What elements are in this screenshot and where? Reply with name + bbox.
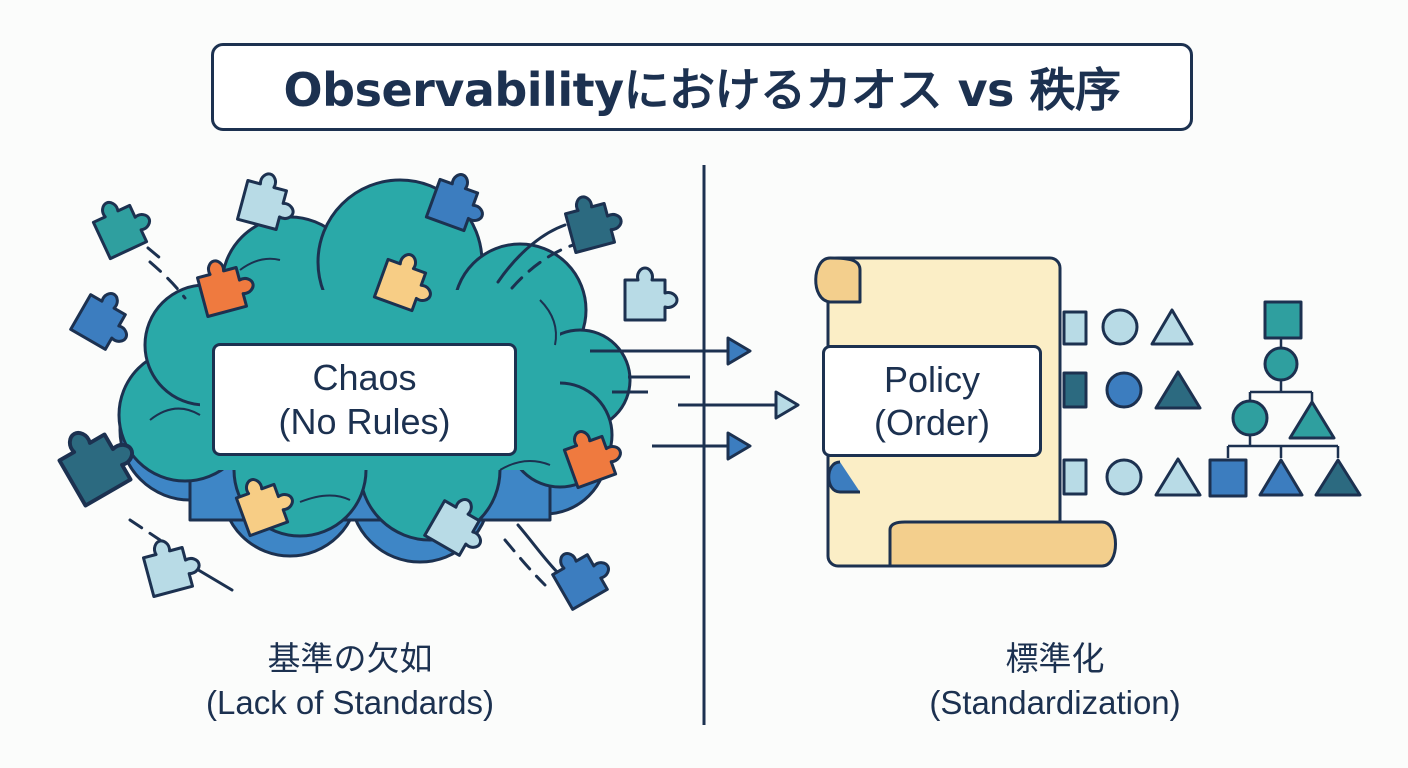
title-box: Observabilityにおけるカオス vs 秩序 (211, 43, 1193, 131)
arrows (590, 336, 800, 461)
page-title: Observabilityにおけるカオス vs 秩序 (283, 63, 1121, 117)
circle-icon (1105, 371, 1143, 409)
triangle-icon (1288, 400, 1336, 440)
square-icon (1062, 310, 1088, 346)
square-icon (1208, 458, 1248, 498)
ordered-shapes (1062, 300, 1362, 498)
square-icon (1062, 458, 1088, 496)
circle-icon (1263, 346, 1299, 382)
chaos-caption: 基準の欠如 (Lack of Standards) (150, 637, 550, 724)
policy-label-box: Policy (Order) (822, 345, 1042, 457)
square-icon (1062, 371, 1088, 409)
chaos-sublabel: (No Rules) (278, 400, 451, 442)
chaos-label-box: Chaos (No Rules) (212, 343, 517, 456)
policy-sublabel: (Order) (874, 402, 990, 443)
circle-icon (1101, 308, 1139, 346)
chaos-label: Chaos (312, 357, 417, 399)
policy-caption-jp: 標準化 (1005, 640, 1105, 677)
puzzle-piece-icon (560, 187, 628, 254)
triangle-icon (1258, 458, 1304, 497)
triangle-icon (1154, 370, 1202, 410)
triangle-icon (1154, 457, 1202, 497)
puzzle-piece-icon (138, 531, 206, 598)
arrow-right-icon (774, 390, 800, 420)
chaos-caption-jp: 基準の欠如 (267, 640, 433, 677)
circle-icon (1105, 458, 1143, 496)
puzzle-piece-icon (69, 282, 144, 357)
puzzle-piece-icon (545, 536, 620, 611)
square-icon (1263, 300, 1303, 340)
circle-icon (1231, 399, 1269, 437)
policy-caption: 標準化 (Standardization) (855, 637, 1255, 724)
arrow-right-icon (726, 431, 752, 461)
chaos-caption-en: (Lack of Standards) (206, 683, 494, 721)
arrow-right-icon (726, 336, 752, 366)
puzzle-piece-icon (623, 266, 679, 322)
policy-caption-en: (Standardization) (929, 683, 1181, 721)
triangle-icon (1150, 308, 1194, 346)
policy-label: Policy (883, 358, 981, 400)
triangle-icon (1314, 458, 1362, 497)
